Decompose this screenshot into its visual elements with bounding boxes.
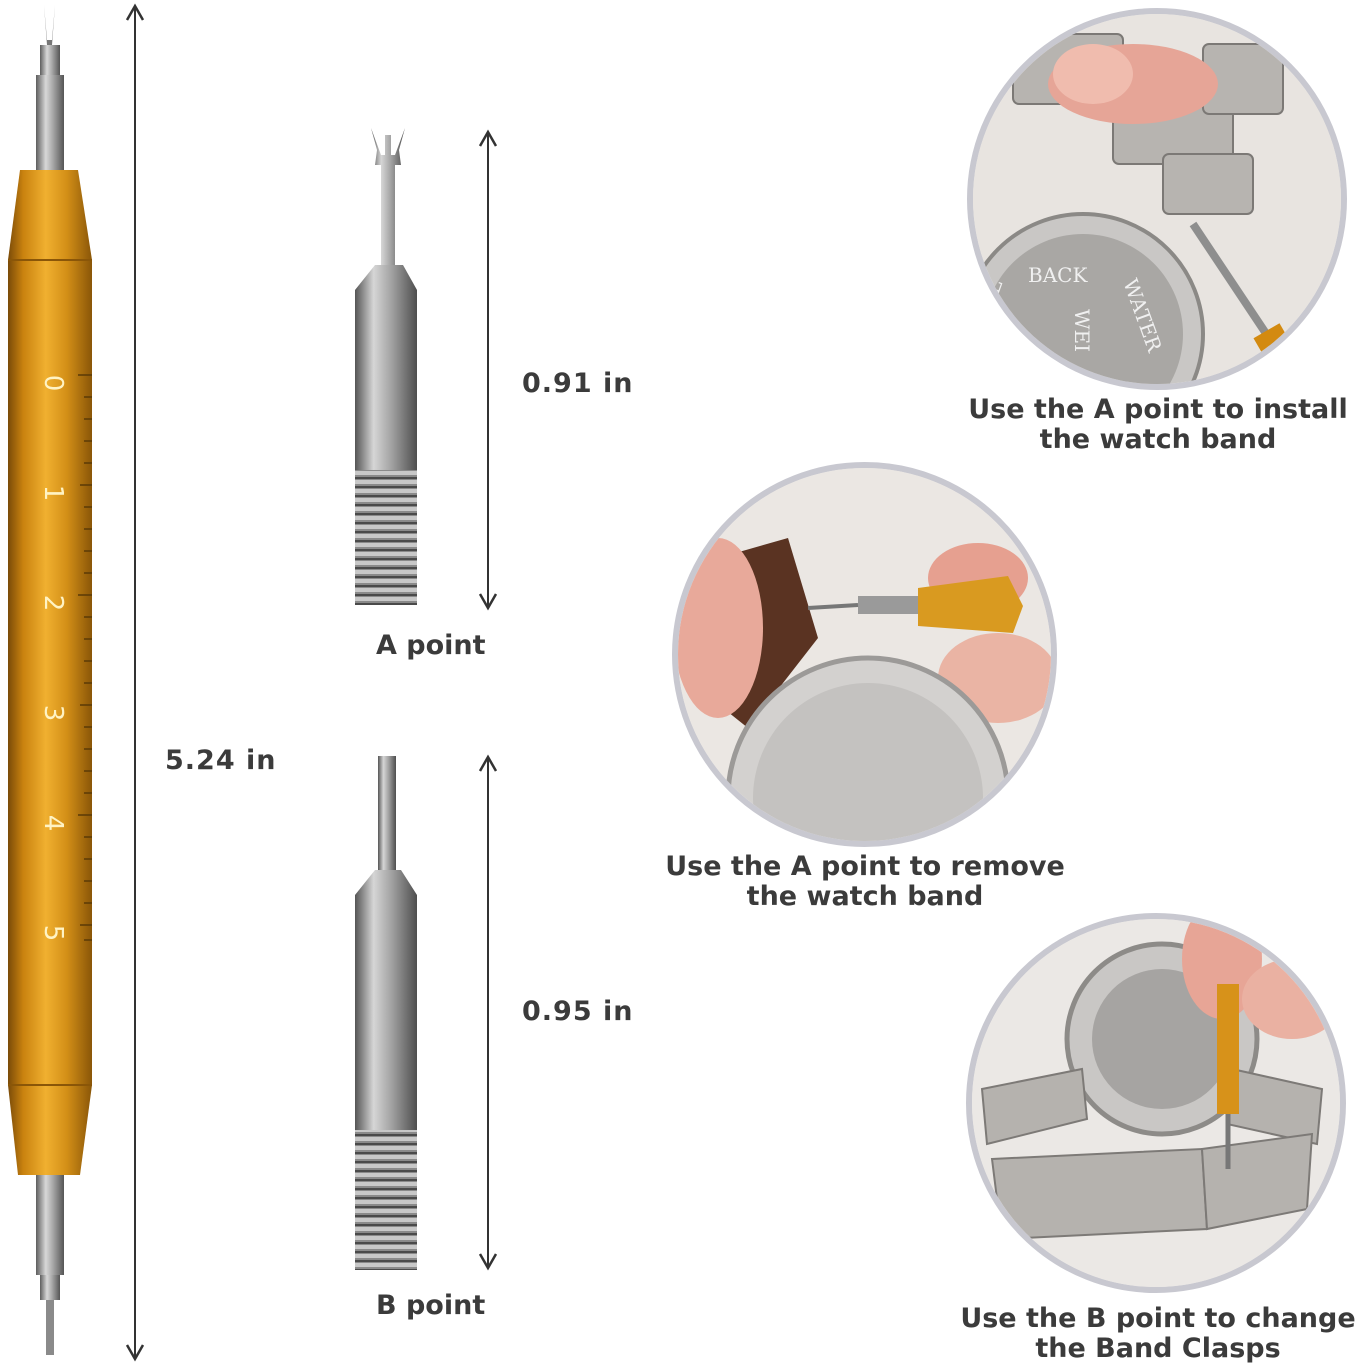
a-point-length-label: 0.91 in xyxy=(522,368,634,399)
ruler-number-1: 1 xyxy=(38,484,68,502)
ruler-number-0: 0 xyxy=(38,374,68,392)
ruler-number-5: 5 xyxy=(38,924,68,942)
install-caption-line-1: Use the A point to install xyxy=(968,394,1348,425)
clasps-caption-line-1: Use the B point to change xyxy=(960,1303,1356,1334)
a-point-tip-image xyxy=(355,128,417,605)
install-caption: Use the A point to install the watch ban… xyxy=(958,395,1356,455)
b-point-length-label: 0.95 in xyxy=(522,996,634,1027)
b-point-tip-image xyxy=(355,756,417,1270)
ruler-number-2: 2 xyxy=(38,594,68,612)
ruler-number-4: 4 xyxy=(38,814,68,832)
ruler-number-3: 3 xyxy=(38,704,68,722)
remove-band-photo xyxy=(672,462,1057,847)
clasps-caption: Use the B point to change the Band Clasp… xyxy=(958,1304,1356,1364)
total-length-arrow xyxy=(125,3,145,1362)
spring-bar-tool-image xyxy=(8,5,92,1355)
remove-caption: Use the A point to remove the watch band xyxy=(665,852,1065,912)
a-point-length-arrow xyxy=(478,129,498,611)
remove-caption-line-2: the watch band xyxy=(746,881,984,912)
total-length-label: 5.24 in xyxy=(165,745,277,776)
watch-text-back: BACK xyxy=(1028,263,1088,287)
remove-caption-line-1: Use the A point to remove xyxy=(665,851,1065,882)
a-point-label: A point xyxy=(376,630,486,661)
clasps-caption-line-2: the Band Clasps xyxy=(1035,1333,1281,1364)
install-caption-line-2: the watch band xyxy=(1039,424,1277,455)
install-band-photo: BACK WATER WEI EL xyxy=(967,8,1347,390)
watch-text-wei: WEI xyxy=(1070,309,1094,352)
b-point-length-arrow xyxy=(478,754,498,1271)
change-clasps-photo xyxy=(966,913,1346,1293)
b-point-label: B point xyxy=(376,1290,486,1321)
